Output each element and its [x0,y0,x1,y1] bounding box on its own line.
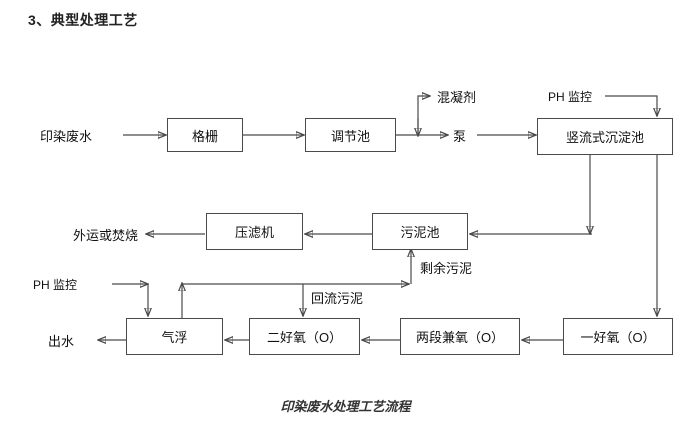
node-sludge-tank-label: 污泥池 [400,225,440,240]
label-coagulant: 混凝剂 [437,90,477,105]
node-grille-label: 格栅 [191,128,218,144]
node-air-flotation[interactable]: 气浮 [126,318,223,355]
node-aerobic-one-label: 一好氧（O） [580,330,656,345]
node-vertical-settler-label: 竖流式沉淀池 [565,130,644,145]
label-excess-sludge: 剩余污泥 [420,261,473,276]
figure-caption: 印染废水处理工艺流程 [280,399,411,414]
label-pump: 泵 [453,129,467,144]
node-filter-press-label: 压滤机 [234,225,274,240]
label-ph-monitor-bottom: PH 监控 [33,278,78,292]
label-effluent: 出水 [48,334,75,349]
node-facultative-two-stage[interactable]: 两段兼氧（O） [400,318,520,355]
label-influent: 印染废水 [40,129,93,144]
node-facultative-two-stage-label: 两段兼氧（O） [415,330,505,345]
node-aerobic-two-label: 二好氧（O） [266,330,343,345]
label-return-sludge: 回流污泥 [311,291,364,306]
node-regulating-tank[interactable]: 调节池 [305,118,396,152]
page-title: 3、典型处理工艺 [28,12,138,28]
node-grille[interactable]: 格栅 [167,118,243,152]
node-aerobic-one[interactable]: 一好氧（O） [563,318,673,355]
node-regulating-tank-label: 调节池 [330,128,370,144]
node-filter-press[interactable]: 压滤机 [206,213,303,250]
node-vertical-settler[interactable]: 竖流式沉淀池 [537,118,673,155]
node-aerobic-two[interactable]: 二好氧（O） [249,318,360,355]
node-sludge-tank[interactable]: 污泥池 [372,213,468,250]
label-haul-or-incinerate: 外运或焚烧 [73,228,139,243]
node-air-flotation-label: 气浮 [161,330,188,345]
label-ph-monitor-top: PH 监控 [548,90,593,104]
